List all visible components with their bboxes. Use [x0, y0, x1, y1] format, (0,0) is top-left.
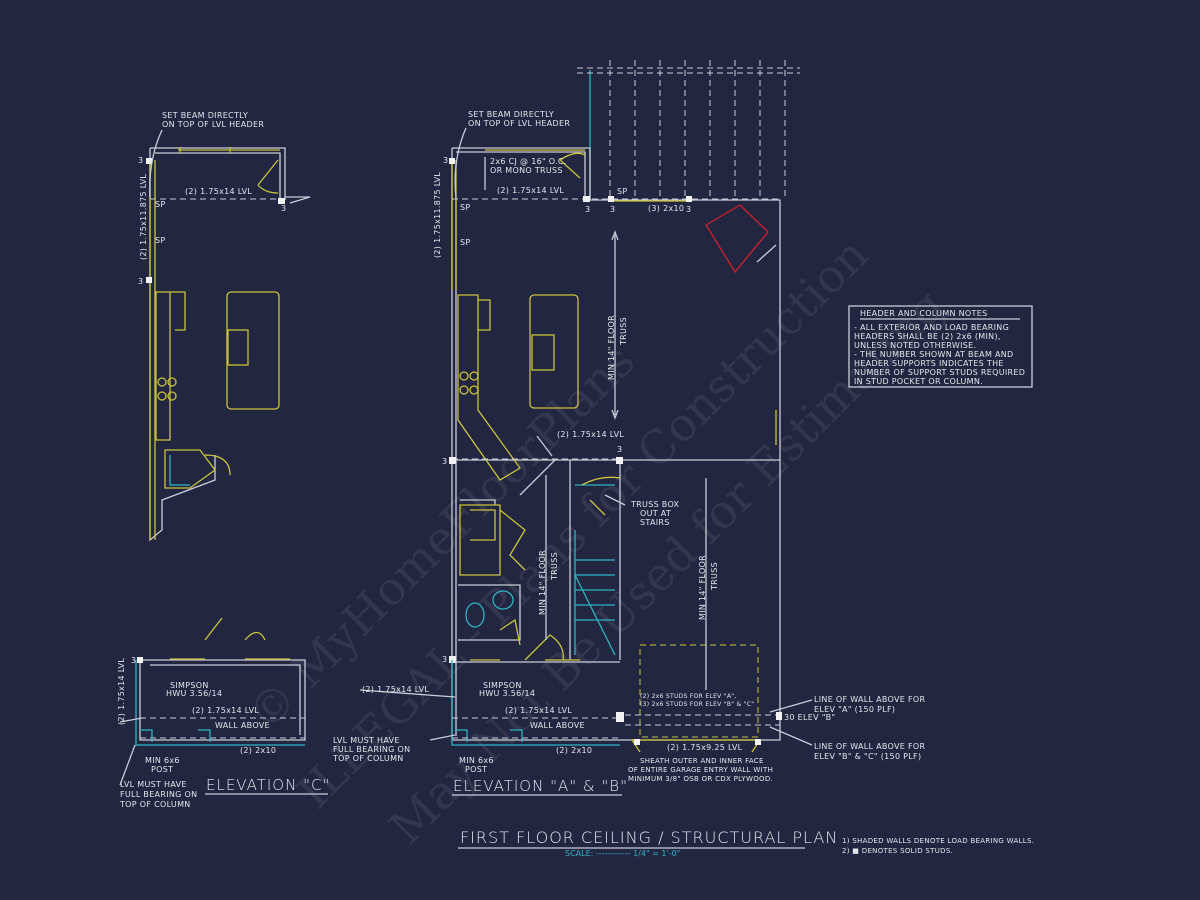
plan-elevation-c: SET BEAM DIRECTLY ON TOP OF LVL HEADER (… — [117, 111, 330, 809]
notes-line: - THE NUMBER SHOWN AT BEAM AND — [854, 350, 1014, 359]
notes-heading: HEADER AND COLUMN NOTES — [860, 309, 987, 318]
cj-note: OR MONO TRUSS — [490, 166, 563, 175]
truss-box-note: TRUSS BOX — [630, 500, 680, 509]
post-label: MIN 6x6 — [145, 756, 180, 765]
sheath-note: OF ENTIRE GARAGE ENTRY WALL WITH — [628, 766, 773, 774]
studs-note: (2) 2x6 STUDS FOR ELEV "A", — [640, 693, 737, 700]
lvl-bearing-note: FULL BEARING ON — [333, 745, 410, 754]
lvl-bearing-note: TOP OF COLUMN — [119, 800, 191, 809]
truss-box-note: STAIRS — [640, 518, 670, 527]
stud-count: 3 — [610, 205, 615, 214]
header-column-notes: HEADER AND COLUMN NOTES - ALL EXTERIOR A… — [848, 305, 1033, 388]
porch-lvl-label: (2) 1.75x14 LVL — [192, 706, 259, 715]
wall-above-label: WALL ABOVE — [530, 721, 585, 730]
lvl-bearing-note: TOP OF COLUMN — [332, 754, 404, 763]
stud-count: 3 — [281, 204, 286, 213]
side-lvl-label: (2) 1.75x11.875 LVL — [139, 174, 148, 260]
simpson-label: SIMPSON — [483, 681, 522, 690]
header-label: (2) 1.75x14 LVL — [185, 187, 252, 196]
notes-line: IN STUD POCKET OR COLUMN. — [854, 377, 983, 386]
floor-truss-label: MIN 14" FLOOR — [698, 555, 707, 620]
stud-count: 3 — [442, 655, 447, 664]
header-label: (2) 1.75x14 LVL — [497, 186, 564, 195]
stud-count: 3 — [138, 277, 143, 286]
porch-side-lvl-label: (2) 1.75x14 LVL — [117, 658, 126, 725]
stud-count: 3 — [138, 156, 143, 165]
elev-b-note: 30 ELEV "B" — [784, 713, 835, 722]
garage-lvl-label: (2) 1.75x9.25 LVL — [667, 743, 743, 752]
floor-truss-label: MIN 14" FLOOR — [538, 550, 547, 615]
notes-line: UNLESS NOTED OTHERWISE. — [854, 341, 976, 350]
sp-label: SP — [460, 203, 471, 212]
header-3-2x10-label: (3) 2x10 — [648, 204, 684, 213]
title-block: FIRST FLOOR CEILING / STRUCTURAL PLAN SC… — [458, 828, 1034, 858]
porch-2x10-label: (2) 2x10 — [556, 746, 592, 755]
elevation-ab-label: ELEVATION "A" & "B" — [453, 777, 628, 795]
legend-line: 1) SHADED WALLS DENOTE LOAD BEARING WALL… — [842, 837, 1034, 845]
post-label: POST — [151, 765, 173, 774]
set-beam-note: ON TOP OF LVL HEADER — [468, 119, 570, 128]
truss-box-note: OUT AT — [640, 509, 671, 518]
lvl-bearing-note: LVL MUST HAVE — [120, 780, 187, 789]
sp-label: SP — [155, 200, 166, 209]
porch-lvl-label: (2) 1.75x14 LVL — [505, 706, 572, 715]
simpson-label: HWU 3.56/14 — [166, 689, 222, 698]
sp-label: SP — [460, 238, 471, 247]
wall-above-bc-note: ELEV "B" & "C" (150 PLF) — [814, 752, 921, 761]
svg-text:ILLEGAL - Plans for Constructi: ILLEGAL - Plans for Construction — [287, 227, 879, 819]
wall-above-a-note: LINE OF WALL ABOVE FOR — [814, 695, 925, 704]
post-label: MIN 6x6 — [459, 756, 494, 765]
wall-above-label: WALL ABOVE — [215, 721, 270, 730]
stud-count: 3 — [442, 457, 447, 466]
studs-note: (3) 2x6 STUDS FOR ELEV "B" & "C" — [640, 701, 754, 708]
post-label: POST — [465, 765, 487, 774]
sp-label: SP — [155, 236, 166, 245]
stud-count: 3 — [617, 445, 622, 454]
floor-truss-label: TRUSS — [710, 562, 719, 591]
notes-line: - ALL EXTERIOR AND LOAD BEARING — [854, 323, 1009, 332]
set-beam-note: SET BEAM DIRECTLY — [162, 111, 248, 120]
stud-count: 3 — [585, 205, 590, 214]
sheath-note: MINIMUM 3/8" OSB OR CDX PLYWOOD. — [628, 775, 773, 783]
mid-lvl-label: (2) 1.75x14 LVL — [557, 430, 624, 439]
simpson-label: SIMPSON — [170, 681, 209, 690]
sheath-note: SHEATH OUTER AND INNER FACE — [640, 757, 764, 765]
porch-2x10-label: (2) 2x10 — [240, 746, 276, 755]
set-beam-note: ON TOP OF LVL HEADER — [162, 120, 264, 129]
drawing-title: FIRST FLOOR CEILING / STRUCTURAL PLAN — [460, 828, 838, 847]
wall-above-bc-note: LINE OF WALL ABOVE FOR — [814, 742, 925, 751]
stud-count: 3 — [686, 205, 691, 214]
plan-elevation-ab: SET BEAM DIRECTLY ON TOP OF LVL HEADER 2… — [332, 60, 925, 796]
stud-count: 3 — [131, 656, 136, 665]
porch-side-lvl-label: (2) 1.75x14 LVL — [362, 685, 429, 694]
lvl-bearing-note: LVL MUST HAVE — [333, 736, 400, 745]
watermark: © MyHomeFloorPlans ILLEGAL - Plans for C… — [237, 227, 954, 854]
wall-above-a-note: ELEV "A" (150 PLF) — [814, 705, 895, 714]
elevation-c-label: ELEVATION "C" — [206, 776, 330, 794]
stud-count: 3 — [443, 156, 448, 165]
cj-note: 2x6 CJ @ 16" O.C. — [490, 157, 567, 166]
floor-truss-label: TRUSS — [550, 552, 559, 581]
floor-truss-label: TRUSS — [619, 317, 628, 346]
sp-label: SP — [617, 187, 628, 196]
lvl-bearing-note: FULL BEARING ON — [120, 790, 197, 799]
notes-line: NUMBER OF SUPPORT STUDS REQUIRED — [854, 368, 1025, 377]
set-beam-note: SET BEAM DIRECTLY — [468, 110, 554, 119]
floor-truss-label: MIN 14" FLOOR — [607, 315, 616, 380]
notes-line: HEADERS SHALL BE (2) 2x6 (MIN), — [854, 332, 1001, 341]
legend-line: 2) ■ DENOTES SOLID STUDS. — [842, 847, 953, 855]
side-lvl-label: (2) 1.75x11.875 LVL — [433, 172, 442, 258]
notes-line: HEADER SUPPORTS INDICATES THE — [854, 359, 1004, 368]
scale-label: SCALE: ------------ 1/4" = 1'-0" — [565, 849, 680, 858]
simpson-label: HWU 3.56/14 — [479, 689, 535, 698]
